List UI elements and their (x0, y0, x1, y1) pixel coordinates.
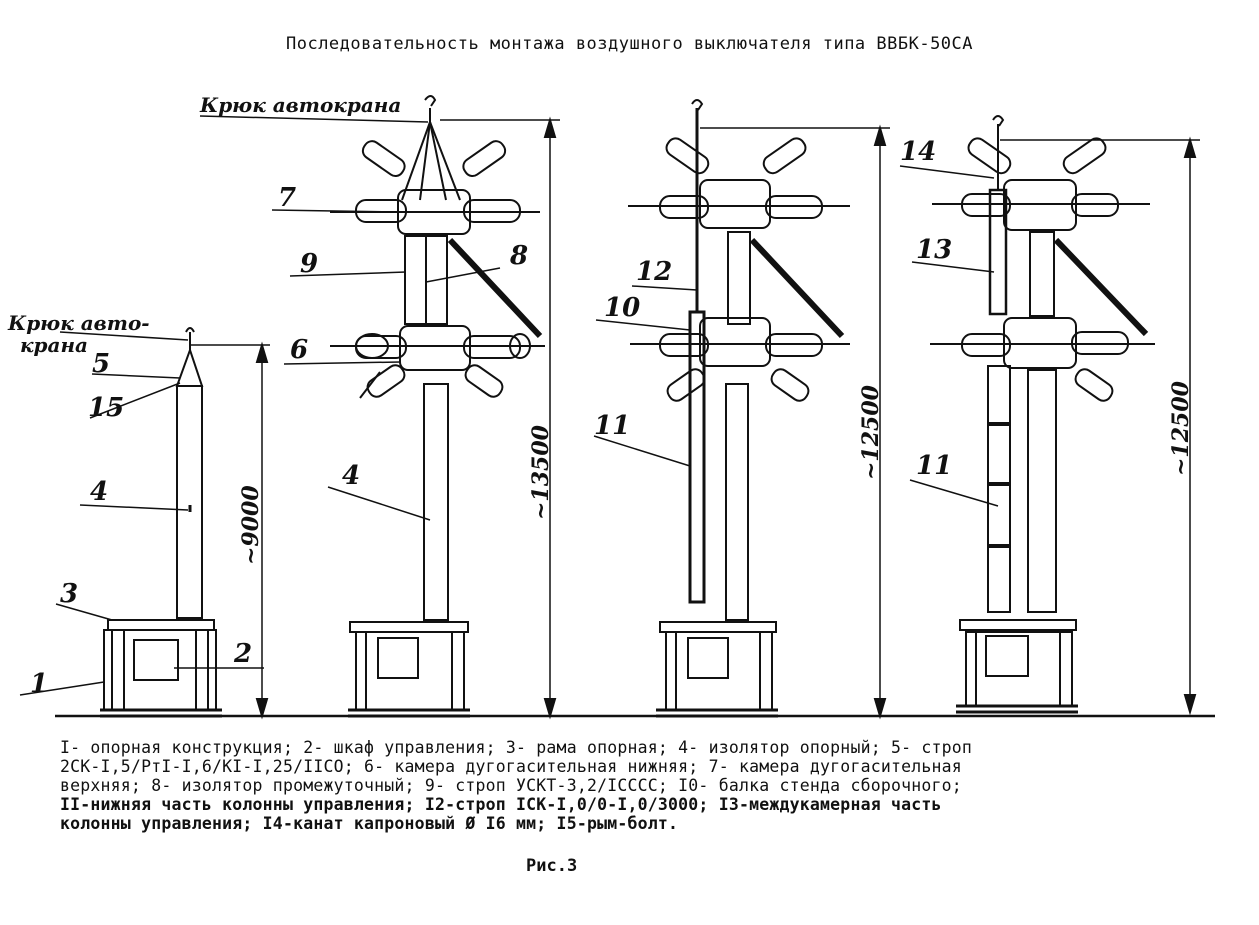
label-14: 14 (900, 137, 936, 167)
legend-line: колонны управления; I4-канат капроновый … (60, 814, 679, 833)
legend-line: I- опорная конструкция; 2- шкаф управлен… (60, 738, 973, 757)
label-8: 8 (509, 241, 528, 271)
label-4-stage1: 4 (90, 477, 108, 507)
label-hook-2: Крюк автокрана (199, 93, 401, 117)
lower-chamber (399, 325, 471, 371)
control-cabinet (687, 637, 729, 679)
label-7: 7 (278, 183, 296, 213)
stage-2 (199, 95, 560, 720)
control-cabinet (377, 637, 419, 679)
dimension-12500-a: ~12500 (858, 384, 884, 480)
support-structure (965, 631, 1073, 707)
legend-line: 2СК-I,5/РтI-I,6/КI-I,25/IIСО; 6- камера … (60, 757, 962, 776)
label-15: 15 (88, 393, 124, 423)
legend-line: верхняя; 8- изолятор промежуточный; 9- с… (60, 776, 962, 795)
dimension-9000: ~9000 (238, 485, 264, 565)
label-10: 10 (604, 293, 640, 323)
label-3: 3 (60, 579, 78, 609)
label-11-stage3: 11 (594, 411, 630, 441)
legend-caption: I- опорная конструкция; 2- шкаф управлен… (60, 738, 1210, 833)
control-cabinet (985, 635, 1029, 677)
dimension-13500: ~13500 (528, 424, 554, 520)
figure-reference: Рис.3 (526, 856, 578, 876)
label-hook-1a: Крюк авто- (7, 311, 150, 335)
support-insulator (423, 383, 449, 621)
figure-title: Последовательность монтажа воздушного вы… (285, 34, 974, 54)
label-hook-1b: крана (20, 333, 88, 357)
stage-1 (19, 327, 270, 720)
support-structure (103, 629, 217, 711)
support-insulator (176, 385, 203, 619)
label-5: 5 (92, 349, 110, 379)
legend-line: II-нижняя часть колонны управления; I2-с… (60, 795, 942, 814)
support-structure (355, 631, 465, 711)
label-6: 6 (290, 335, 308, 365)
label-12: 12 (636, 257, 672, 287)
support-structure (665, 631, 773, 711)
label-1: 1 (30, 669, 48, 699)
label-9: 9 (300, 249, 318, 279)
control-cabinet (133, 639, 179, 681)
label-13: 13 (916, 235, 952, 265)
label-4-stage2: 4 (342, 461, 360, 491)
stage-4 (899, 115, 1200, 716)
support-frame (107, 619, 215, 631)
label-2: 2 (233, 639, 252, 669)
dimension-12500-b: ~12500 (1168, 380, 1194, 476)
lower-control-column (987, 365, 1011, 613)
stage-3 (593, 99, 890, 720)
label-11-stage4: 11 (916, 451, 952, 481)
